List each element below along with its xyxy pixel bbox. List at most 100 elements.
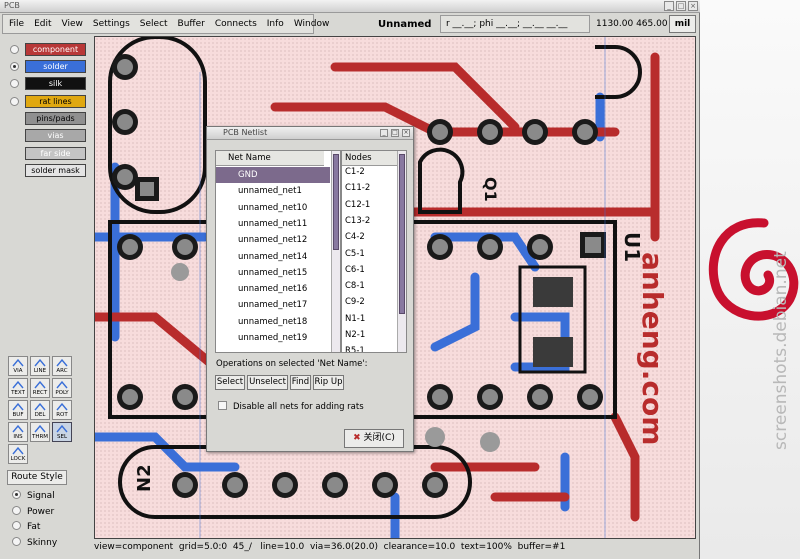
select-button[interactable]: Select	[215, 375, 245, 390]
net-row[interactable]: unnamed_net18	[238, 316, 308, 327]
scroll-thumb[interactable]	[399, 154, 405, 314]
menu-select[interactable]: Select	[139, 19, 168, 29]
maximize-button[interactable]: □	[391, 129, 399, 137]
silk-outlines	[108, 37, 642, 519]
route-style-fat[interactable]: Fat	[12, 521, 40, 532]
net-row[interactable]: unnamed_net14	[238, 251, 308, 262]
nodes-column-header[interactable]: Nodes	[342, 151, 397, 166]
window-titlebar[interactable]: PCB _ □ ×	[0, 0, 700, 13]
tool-buf-button[interactable]: BUF	[8, 400, 28, 420]
disable-nets-checkbox[interactable]: Disable all nets for adding rats	[218, 401, 364, 412]
node-row[interactable]: C4-2	[345, 232, 365, 243]
layer-button[interactable]: vias	[25, 129, 86, 142]
net-row[interactable]: unnamed_net12	[238, 235, 308, 246]
unselect-button[interactable]: Unselect	[247, 375, 288, 390]
layer-row-far-side[interactable]: far side	[10, 147, 92, 161]
rip-up-button[interactable]: Rip Up	[313, 375, 344, 390]
node-row[interactable]: R5-1	[345, 346, 365, 353]
layer-row-rat-lines[interactable]: rat lines	[10, 95, 92, 109]
menu-info[interactable]: Info	[266, 19, 284, 29]
net-row[interactable]: unnamed_net10	[238, 202, 308, 213]
tool-label: ROT	[56, 412, 68, 418]
close-window-button[interactable]: ×	[688, 1, 698, 11]
minimize-button[interactable]: _	[380, 129, 388, 137]
tool-ins-button[interactable]: INS	[8, 422, 28, 442]
route-style-power[interactable]: Power	[12, 506, 54, 517]
menu-buffer[interactable]: Buffer	[177, 19, 205, 29]
unit-toggle-button[interactable]: mil	[669, 15, 696, 33]
find-button[interactable]: Find	[290, 375, 311, 390]
layer-row-solder[interactable]: solder	[10, 60, 92, 74]
layer-row-component[interactable]: component	[10, 43, 92, 57]
layer-radio[interactable]	[10, 45, 19, 54]
node-row[interactable]: C9-2	[345, 297, 365, 308]
layer-button[interactable]: silk	[25, 77, 86, 90]
layer-row-pins-pads[interactable]: pins/pads	[10, 112, 92, 126]
close-window-button[interactable]: ×	[402, 129, 410, 137]
nodes-list-scrollbar[interactable]	[397, 151, 406, 352]
layer-button[interactable]: solder mask	[25, 164, 86, 177]
net-row[interactable]: unnamed_net1	[238, 186, 302, 197]
layer-radio[interactable]	[10, 97, 19, 106]
layer-radio[interactable]	[10, 79, 19, 88]
layer-row-vias[interactable]: vias	[10, 129, 92, 143]
route-style-signal[interactable]: Signal	[12, 490, 55, 501]
netlist-titlebar[interactable]: PCB Netlist _ □ ×	[207, 127, 413, 140]
tool-del-button[interactable]: DEL	[30, 400, 50, 420]
menu-edit[interactable]: Edit	[34, 19, 52, 29]
node-row[interactable]: C8-1	[345, 281, 365, 292]
tool-via-button[interactable]: VIA	[8, 356, 28, 376]
layer-button[interactable]: component	[25, 43, 86, 56]
net-name-column-header[interactable]: Net Name	[216, 151, 324, 166]
menu-window[interactable]: Window	[293, 19, 330, 29]
menu-settings[interactable]: Settings	[92, 19, 130, 29]
net-row[interactable]: unnamed_net19	[238, 333, 308, 343]
menu-view[interactable]: View	[61, 19, 83, 29]
layer-radio[interactable]	[10, 62, 19, 71]
tool-label: SEL	[56, 434, 68, 440]
layer-button[interactable]: far side	[25, 147, 86, 160]
menu-bar: File Edit View Settings Select Buffer Co…	[2, 14, 329, 34]
line-icon	[34, 358, 46, 367]
netlist-close-button[interactable]: ✖ 关闭(C)	[344, 429, 404, 448]
layer-button[interactable]: solder	[25, 60, 86, 73]
tool-rot-button[interactable]: ROT	[52, 400, 72, 420]
node-row[interactable]: C1-2	[345, 167, 365, 177]
menu-file[interactable]: File	[9, 19, 25, 29]
tool-thrm-button[interactable]: THRM	[30, 422, 50, 442]
tool-rect-button[interactable]: RECT	[30, 378, 50, 398]
menu-connects[interactable]: Connects	[214, 19, 257, 29]
scroll-thumb[interactable]	[333, 154, 339, 250]
tool-arc-button[interactable]: ARC	[52, 356, 72, 376]
net-list-scrollbar[interactable]	[331, 151, 340, 352]
node-row[interactable]: C13-2	[345, 215, 371, 226]
net-row[interactable]: unnamed_net15	[238, 267, 308, 278]
net-row[interactable]: unnamed_net16	[238, 284, 308, 295]
layer-button[interactable]: pins/pads	[25, 112, 86, 125]
node-row[interactable]: C12-1	[345, 199, 371, 210]
tool-lock-button[interactable]: LOCK	[8, 444, 28, 464]
net-row[interactable]: unnamed_net11	[238, 218, 308, 229]
minimize-button[interactable]: _	[664, 1, 674, 11]
node-row[interactable]: N2-1	[345, 330, 366, 340]
net-row[interactable]: unnamed_net17	[238, 300, 308, 311]
pads	[112, 54, 606, 498]
net-row[interactable]: GND	[216, 167, 330, 184]
layer-button[interactable]: rat lines	[25, 95, 86, 108]
node-row[interactable]: C11-2	[345, 183, 371, 194]
node-row[interactable]: C6-1	[345, 264, 365, 275]
route-style-skinny[interactable]: Skinny	[12, 537, 57, 548]
tool-text-button[interactable]: TEXT	[8, 378, 28, 398]
layer-row-solder-mask[interactable]: solder mask	[10, 164, 92, 178]
node-row[interactable]: N1-1	[345, 313, 366, 324]
poly-icon	[56, 380, 68, 389]
maximize-button[interactable]: □	[676, 1, 686, 11]
tool-poly-button[interactable]: POLY	[52, 378, 72, 398]
route-style-button[interactable]: Route Style	[7, 470, 67, 485]
tool-sel-button[interactable]: SEL	[52, 422, 72, 442]
tool-line-button[interactable]: LINE	[30, 356, 50, 376]
node-row[interactable]: C5-1	[345, 248, 365, 259]
layer-row-silk[interactable]: silk	[10, 77, 92, 91]
